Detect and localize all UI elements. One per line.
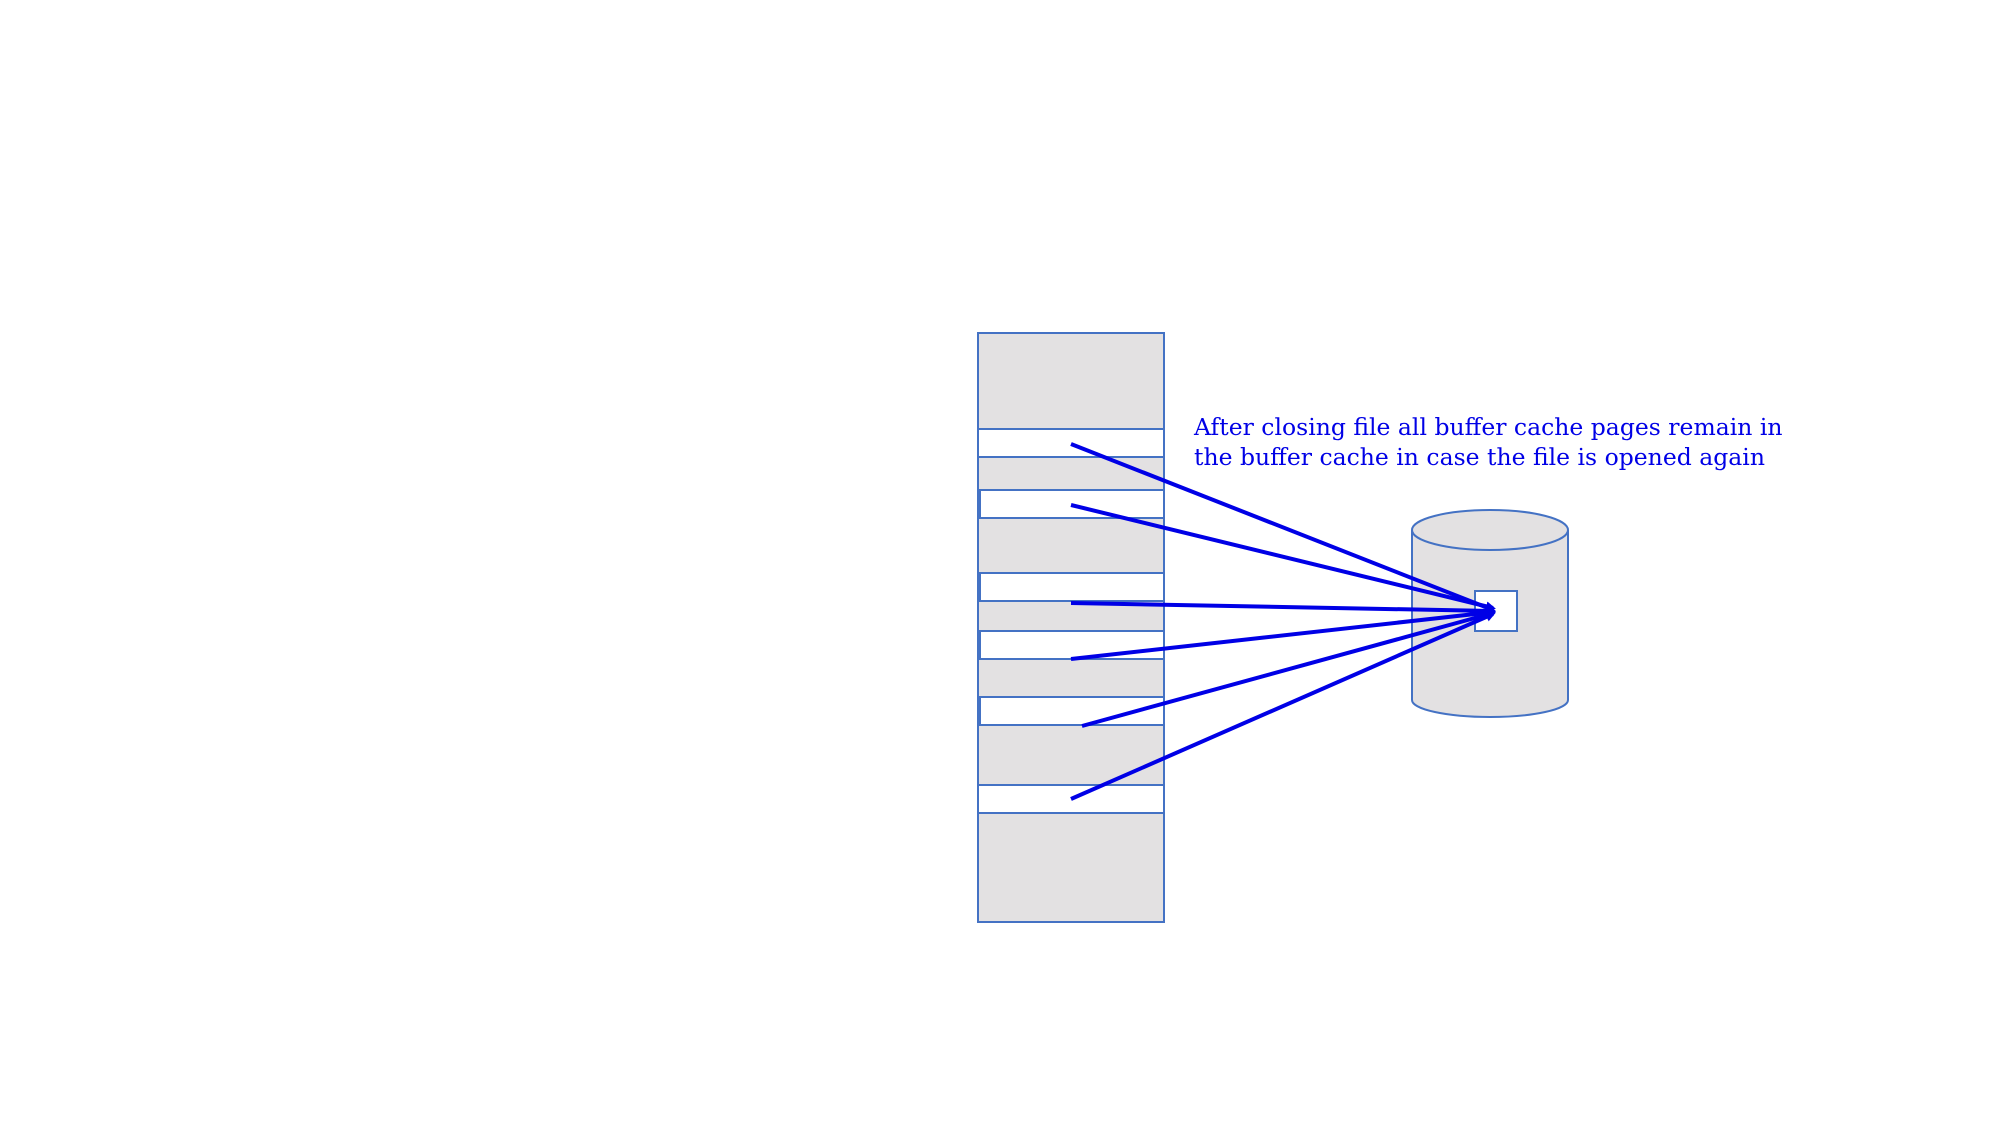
- writeback-arrows: [1070, 442, 1496, 801]
- caption-text: After closing file all buffer cache page…: [1194, 412, 1814, 472]
- arrow: [1070, 503, 1496, 612]
- cached-page-slot: [977, 428, 1165, 458]
- caption-line-2: the buffer cache in case the file is ope…: [1194, 443, 1765, 471]
- arrow: [1070, 601, 1496, 616]
- disk: [1411, 509, 1569, 718]
- cached-page-slot: [979, 489, 1165, 519]
- caption-line-1: After closing file all buffer cache page…: [1194, 413, 1783, 441]
- disk-top: [1411, 509, 1569, 551]
- buffer-cache: [977, 332, 1165, 923]
- cached-page-slot: [979, 572, 1165, 602]
- buffer-cache-column: [977, 332, 1165, 923]
- arrow: [1081, 610, 1496, 728]
- arrow: [1070, 442, 1496, 613]
- arrow: [1070, 607, 1496, 661]
- arrow: [1070, 612, 1496, 801]
- cached-page-slot: [979, 630, 1165, 660]
